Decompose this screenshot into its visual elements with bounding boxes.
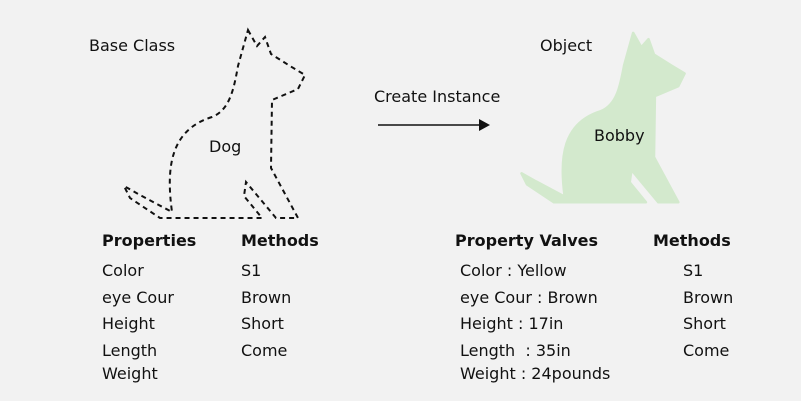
list-item: Brown	[683, 287, 734, 307]
list-item: Color : Yellow	[460, 261, 567, 280]
object-properties-list: Color : Yellow eye Cour : Brown Height :…	[460, 261, 610, 391]
list-item: eye Cour	[102, 287, 174, 307]
property-values-header: Property Valves	[455, 231, 599, 250]
base-class-heading: Base Class	[89, 36, 176, 55]
list-item: Come	[683, 340, 730, 360]
list-item: Come	[241, 340, 288, 360]
list-item: Length	[102, 340, 158, 360]
object-heading: Object	[540, 36, 593, 55]
arrow-label: Create Instance	[374, 87, 501, 106]
list-item: Weight	[102, 364, 158, 383]
arrow-head-icon	[479, 119, 490, 131]
list-item: Short	[683, 314, 726, 333]
object-name: Bobby	[594, 126, 645, 145]
methods-header: Methods	[241, 231, 319, 250]
list-item: Height	[102, 314, 155, 333]
class-methods-list: S1 Brown Short Come	[241, 261, 291, 367]
dog-instance-silhouette	[520, 31, 686, 204]
list-item: eye Cour : Brown	[460, 287, 598, 307]
object-methods-list: S1 Brown Short Come	[683, 261, 733, 367]
properties-header: Properties	[102, 231, 197, 250]
list-item: S1	[683, 261, 704, 280]
object-methods-header: Methods	[653, 231, 731, 250]
list-item: Height : 17in	[460, 314, 564, 333]
list-item: Length : 35in	[460, 340, 571, 360]
list-item: Brown	[241, 287, 292, 307]
dog-class-outline	[123, 29, 306, 219]
class-properties-list: Color eye Cour Height Length Weight	[102, 261, 174, 391]
class-name: Dog	[209, 137, 242, 156]
list-item: Color	[102, 261, 144, 280]
list-item: Weight : 24pounds	[460, 364, 611, 383]
list-item: Short	[241, 314, 284, 333]
list-item: S1	[241, 261, 262, 280]
